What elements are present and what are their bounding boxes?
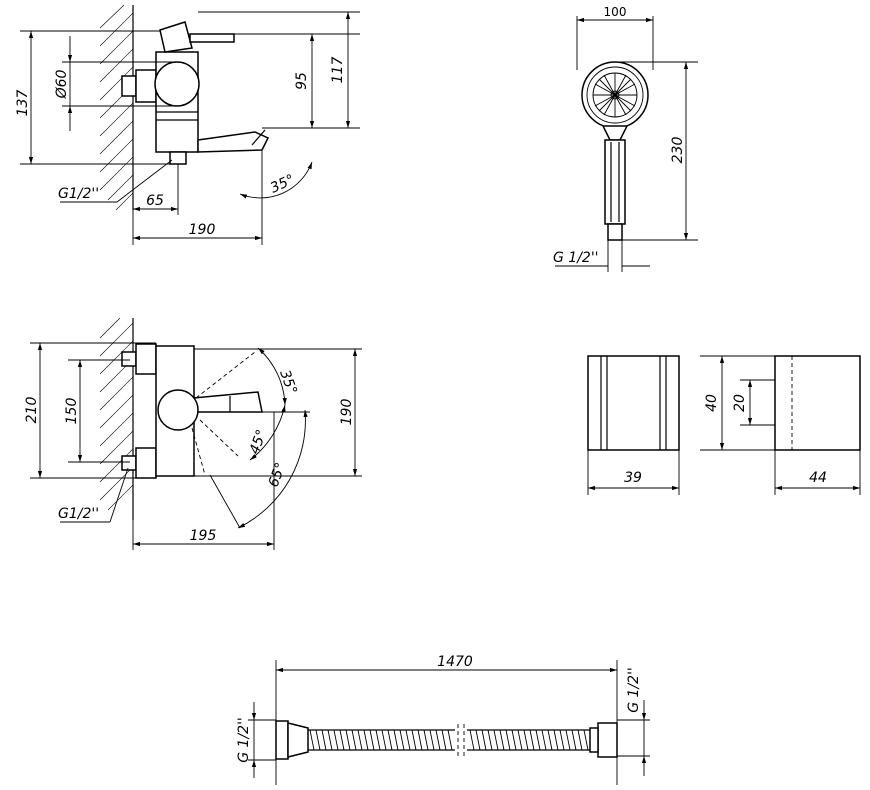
top-angle-35: 35° (276, 368, 300, 397)
top-angle-65: 65° (266, 461, 290, 490)
top-angle-45: 45° (247, 428, 271, 457)
mixer-top (121, 343, 263, 479)
side-dim-117: 117 (330, 57, 346, 84)
side-angle-35: 35° (268, 172, 297, 197)
side-dim-d60: Ø60 (54, 69, 70, 99)
shower-handle (601, 125, 629, 241)
holder-dim-20: 20 (732, 394, 748, 412)
top-dim-195: 195 (190, 528, 217, 544)
side-view: 137 Ø60 95 117 35° 65 190 G1/2'' (15, 4, 360, 245)
holder-dim-44: 44 (809, 470, 827, 486)
shower-head (581, 61, 649, 129)
side-dim-137: 137 (15, 90, 31, 117)
mixer-body (121, 21, 270, 165)
top-dim-210: 210 (24, 397, 40, 424)
holder-dim-39: 39 (624, 470, 642, 486)
top-view: 210 150 190 35° 45° 65° 195 G1/2'' (24, 317, 362, 550)
hose-view: 1470 G 1/2'' G 1/2'' (236, 654, 650, 785)
hose-thread-right: G 1/2'' (626, 667, 642, 713)
side-dim-65: 65 (146, 193, 164, 209)
hand-shower-view: 100 230 G 1/2'' (553, 5, 698, 272)
holder-dim-40: 40 (704, 394, 720, 412)
wall-hatching (99, 4, 134, 211)
hose-dim-1470: 1470 (437, 654, 473, 670)
top-dim-150: 150 (64, 398, 80, 425)
hose-thread-left: G 1/2'' (236, 717, 252, 763)
wall-hatching-2 (99, 317, 134, 520)
hose-body (308, 724, 590, 756)
shower-dim-100: 100 (604, 5, 627, 19)
top-dim-190: 190 (339, 399, 355, 426)
hose-fittings (275, 720, 618, 760)
shower-thread-label: G 1/2'' (553, 250, 599, 266)
top-thread-label: G1/2'' (58, 506, 99, 522)
shower-dim-230: 230 (670, 137, 686, 164)
side-thread-label: G1/2'' (58, 186, 99, 202)
side-dim-190: 190 (189, 222, 216, 238)
holder-front-view: 39 (587, 355, 680, 495)
holder-side-view: 40 20 44 (700, 355, 861, 495)
side-dim-95: 95 (294, 72, 310, 90)
